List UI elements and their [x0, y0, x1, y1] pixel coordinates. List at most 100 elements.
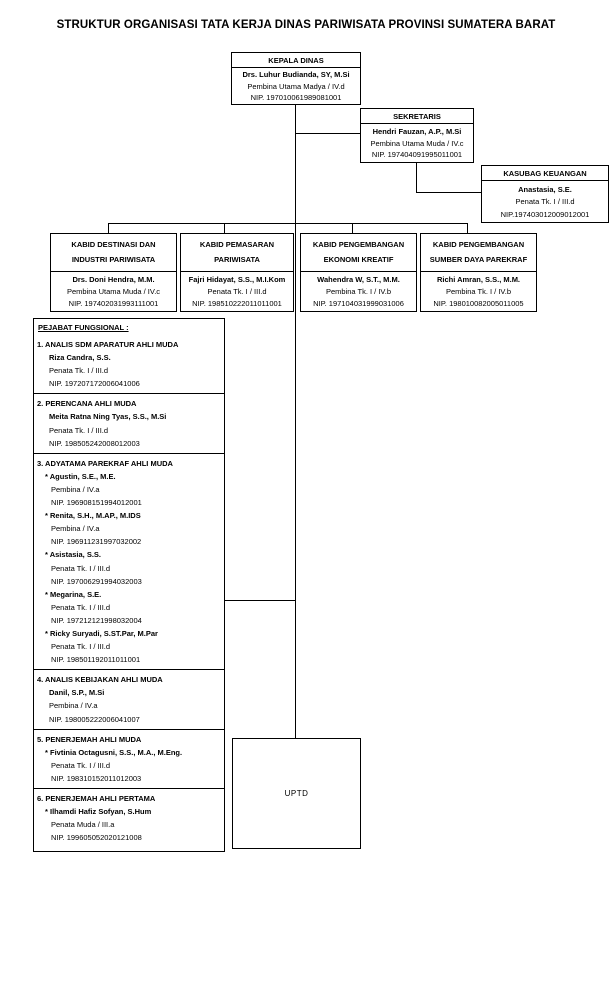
officer-nip: NIP. 197404091995011001: [371, 150, 463, 160]
connector-sekretaris-branch: [295, 133, 360, 134]
kabid-title: KABID DESTINASI DAN INDUSTRI PARIWISATA: [51, 234, 176, 272]
connector-sekretaris-down: [416, 163, 417, 193]
pejabat-fungsional-box: PEJABAT FUNGSIONAL : 1. ANALIS SDM APARA…: [33, 318, 225, 852]
member-nip: NIP. 196911231997032002: [51, 537, 142, 547]
officer-name: Drs. Doni Hendra, M.M.: [72, 275, 155, 284]
member-rank: Penata Tk. I / III.d: [51, 563, 111, 573]
kabid-body: Fajri Hidayat, S.S., M.I.Kom Penata Tk. …: [181, 272, 293, 311]
member-name: * Agustin, S.E., M.E.: [45, 471, 116, 481]
kabid-destinasi-box: KABID DESTINASI DAN INDUSTRI PARIWISATA …: [50, 233, 177, 312]
member-name: * Renita, S.H., M.AP., M.IDS: [45, 511, 141, 521]
section-title: 5. PENERJEMAH AHLI MUDA: [37, 734, 142, 744]
officer-nip: NIP. 197402031993111001: [68, 299, 159, 308]
member-name: * Ricky Suryadi, S.ST.Par, M.Par: [45, 628, 158, 638]
member-name: * Asistasia, S.S.: [45, 550, 102, 560]
connector-kasubag-branch: [416, 192, 481, 193]
member-name: * Fivtinia Octagusni, S.S., M.A., M.Eng.: [45, 747, 183, 757]
kabid-title: KABID PEMASARAN PARIWISATA: [181, 234, 293, 272]
member-nip: NIP. 197006291994032003: [51, 576, 142, 586]
pejabat-fungsional-heading: PEJABAT FUNGSIONAL :: [38, 323, 129, 332]
officer-nip: NIP. 198010082005011005: [433, 299, 524, 308]
kabid-title: KABID PENGEMBANGAN EKONOMI KREATIF: [301, 234, 416, 272]
officer-name: Anastasia, S.E.: [518, 184, 572, 194]
member-nip: NIP. 198310152011012003: [51, 773, 142, 783]
connector-kabid3-stub: [352, 223, 353, 234]
functional-section-6: 6. PENERJEMAH AHLI PERTAMA * Ilhamdi Haf…: [34, 788, 224, 847]
member: * Megarina, S.E. Penata Tk. I / III.d NI…: [34, 588, 224, 627]
member: Danil, S.P., M.Si Pembina / IV.a NIP. 19…: [34, 686, 224, 725]
member-rank: Penata Tk. I / III.d: [49, 366, 109, 376]
kabid-title-line1: KABID PENGEMBANGAN: [312, 239, 405, 249]
kabid-sumber-daya-box: KABID PENGEMBANGAN SUMBER DAYA PAREKRAF …: [420, 233, 537, 312]
member-rank: Pembina / IV.a: [51, 484, 100, 494]
kepala-dinas-box: KEPALA DINAS Drs. Luhur Budianda, SY, M.…: [231, 52, 361, 105]
connector-kabid4-stub: [467, 223, 468, 234]
connector-kabid1-stub: [108, 223, 109, 234]
uptd-box: UPTD: [232, 738, 361, 849]
officer-nip: NIP.197403012009012001: [500, 209, 590, 219]
kabid-pemasaran-box: KABID PEMASARAN PARIWISATA Fajri Hidayat…: [180, 233, 294, 312]
kabid-body: Wahendra W, S.T., M.M. Pembina Tk. I / I…: [301, 272, 416, 311]
uptd-label: UPTD: [284, 789, 309, 798]
kabid-title-line2: INDUSTRI PARIWISATA: [71, 255, 156, 265]
kabid-title: KABID PENGEMBANGAN SUMBER DAYA PAREKRAF: [421, 234, 536, 272]
section-title: 1. ANALIS SDM APARATUR AHLI MUDA: [37, 340, 179, 349]
officer-name: Hendri Fauzan, A.P., M.Si: [372, 126, 462, 136]
member-nip: NIP. 197207172006041006: [49, 379, 140, 389]
member-nip: NIP. 198501192011011001: [51, 655, 141, 665]
kabid-ekonomi-kreatif-box: KABID PENGEMBANGAN EKONOMI KREATIF Wahen…: [300, 233, 417, 312]
kasubag-keuangan-body: Anastasia, S.E. Penata Tk. I / III.d NIP…: [482, 181, 608, 222]
member-nip: NIP. 197212121998032004: [51, 615, 142, 625]
member-rank: Penata Tk. I / III.d: [49, 425, 109, 435]
member-rank: Pembina / IV.a: [49, 701, 98, 711]
kabid-title-line1: KABID DESTINASI DAN: [71, 239, 156, 249]
officer-rank: Pembina Utama Madya / IV.d: [247, 81, 345, 91]
officer-name: Drs. Luhur Budianda, SY, M.Si: [242, 70, 350, 80]
connector-fungsional-branch: [225, 600, 296, 601]
member-rank: Pembina / IV.a: [51, 524, 100, 534]
kabid-title-line2: PARIWISATA: [214, 255, 260, 265]
functional-section-2: 2. PERENCANA AHLI MUDA Meita Ratna Ning …: [34, 393, 224, 452]
section-title: 2. PERENCANA AHLI MUDA: [37, 399, 137, 409]
officer-rank: Penata Tk. I / III.d: [207, 287, 267, 296]
officer-name: Fajri Hidayat, S.S., M.I.Kom: [188, 275, 286, 284]
officer-rank: Pembina Utama Muda / IV.c: [370, 138, 464, 148]
officer-rank: Pembina Utama Muda / IV.c: [66, 287, 161, 296]
member-name: Meita Ratna Ning Tyas, S.S., M.Si: [49, 412, 167, 422]
member: * Fivtinia Octagusni, S.S., M.A., M.Eng.…: [34, 746, 224, 785]
connector-kabid-horizontal: [108, 223, 467, 224]
member-name: * Megarina, S.E.: [45, 589, 102, 599]
page-title: STRUKTUR ORGANISASI TATA KERJA DINAS PAR…: [56, 19, 556, 31]
officer-rank: Penata Tk. I / III.d: [515, 197, 575, 206]
officer-nip: NIP. 197010061989081001: [250, 92, 342, 102]
kabid-title-line2: SUMBER DAYA PAREKRAF: [429, 255, 528, 265]
kabid-title-line1: KABID PENGEMBANGAN: [432, 239, 525, 249]
functional-section-1: 1. ANALIS SDM APARATUR AHLI MUDA Riza Ca…: [34, 335, 224, 393]
kabid-body: Richi Amran, S.S., M.M. Pembina Tk. I / …: [421, 272, 536, 311]
member-nip: NIP. 198005222006041007: [49, 714, 140, 724]
member: * Renita, S.H., M.AP., M.IDS Pembina / I…: [34, 509, 224, 548]
member: * Ilhamdi Hafiz Sofyan, S.Hum Penata Mud…: [34, 805, 224, 844]
kabid-body: Drs. Doni Hendra, M.M. Pembina Utama Mud…: [51, 272, 176, 311]
member-rank: Penata Tk. I / III.d: [51, 602, 111, 612]
section-title: 6. PENERJEMAH AHLI PERTAMA: [37, 794, 156, 803]
connector-main-vertical: [295, 105, 296, 738]
functional-section-3: 3. ADYATAMA PAREKRAF AHLI MUDA * Agustin…: [34, 452, 224, 670]
officer-rank: Pembina Tk. I / IV.b: [445, 287, 512, 296]
functional-section-4: 4. ANALIS KEBIJAKAN AHLI MUDA Danil, S.P…: [34, 669, 224, 728]
sekretaris-body: Hendri Fauzan, A.P., M.Si Pembina Utama …: [361, 124, 473, 162]
member: * Asistasia, S.S. Penata Tk. I / III.d N…: [34, 548, 224, 587]
member-name: Riza Candra, S.S.: [49, 353, 111, 363]
member-name: * Ilhamdi Hafiz Sofyan, S.Hum: [45, 807, 152, 817]
member: Riza Candra, S.S. Penata Tk. I / III.d N…: [34, 351, 224, 390]
member-nip: NIP. 199605052020121008: [51, 833, 142, 843]
member-rank: Penata Tk. I / III.d: [51, 642, 111, 652]
member: * Ricky Suryadi, S.ST.Par, M.Par Penata …: [34, 627, 224, 666]
member: Meita Ratna Ning Tyas, S.S., M.Si Penata…: [34, 410, 224, 449]
member-nip: NIP. 198505242008012003: [49, 438, 140, 448]
kepala-dinas-title: KEPALA DINAS: [232, 53, 360, 68]
officer-name: Richi Amran, S.S., M.M.: [436, 275, 521, 284]
sekretaris-title: SEKRETARIS: [361, 109, 473, 124]
officer-nip: NIP. 198510222011011001: [192, 299, 282, 308]
